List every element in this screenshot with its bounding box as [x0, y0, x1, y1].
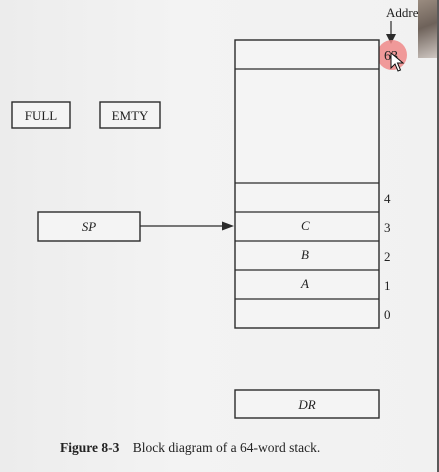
window-edge [437, 0, 439, 472]
figure-caption-text: Block diagram of a 64-word stack. [132, 440, 321, 455]
dr-register-box [234, 389, 380, 419]
word-3-content: C [301, 218, 310, 233]
sp-register-label: SP [82, 219, 97, 234]
address-3: 3 [384, 220, 391, 235]
sp-register-box [37, 211, 141, 242]
full-flag-box [11, 101, 71, 129]
figure-number: Figure 8-3 [60, 440, 120, 455]
address-1: 1 [384, 278, 391, 293]
full-flag-label: FULL [25, 108, 58, 123]
mouse-cursor-icon [390, 51, 405, 72]
address-arrow-head [386, 34, 396, 44]
stack-memory [234, 39, 380, 329]
empty-flag-box [99, 101, 161, 129]
word-2-content: B [301, 247, 309, 262]
address-4: 4 [384, 191, 391, 206]
sp-pointer-arrowhead [222, 221, 234, 231]
address-2: 2 [384, 249, 391, 264]
figure-caption: Figure 8-3 Block diagram of a 64-word st… [60, 440, 320, 456]
dr-register-label: DR [297, 397, 315, 412]
address-0: 0 [384, 307, 391, 322]
webcam-overlay [418, 0, 437, 58]
word-1-content: A [300, 276, 309, 291]
empty-flag-label: EMTY [112, 108, 149, 123]
address-label: Address [386, 5, 429, 20]
